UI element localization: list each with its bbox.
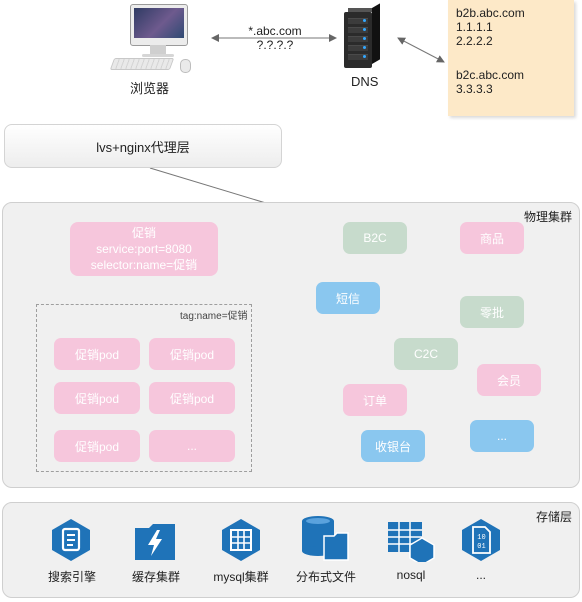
- record-b2b-ip1: 1.1.1.1: [456, 20, 493, 34]
- binary-data-icon: 10 01: [462, 519, 500, 561]
- record-b2b-ip2: 2.2.2.2: [456, 34, 493, 48]
- service-port: service:port=8080: [96, 242, 192, 256]
- storage-label: 分布式文件: [295, 570, 356, 584]
- pod-box: 促销pod: [54, 382, 140, 414]
- dns-label: DNS: [351, 74, 379, 89]
- pod-group-tag: tag:name=促销: [180, 311, 248, 322]
- browser-label: 浏览器: [130, 81, 170, 96]
- svg-text:10: 10: [477, 534, 485, 542]
- node-order: 订单: [343, 384, 407, 416]
- mysql-cluster-icon: [222, 519, 260, 561]
- pod-box: 促销pod: [54, 430, 140, 462]
- storage-label: 缓存集群: [131, 570, 180, 584]
- service-name: 促销: [131, 226, 156, 240]
- node-more: ...: [470, 420, 534, 452]
- browser-computer-icon: [108, 2, 204, 76]
- proxy-layer-box: lvs+nginx代理层: [4, 124, 282, 168]
- node-sms: 短信: [316, 282, 380, 314]
- storage-label: nosql: [396, 568, 426, 582]
- pod-box-more: ...: [149, 430, 235, 462]
- dns-query-label: *.abc.com ?.?.?.?: [240, 24, 310, 52]
- cache-cluster-icon: [135, 524, 175, 560]
- node-cashier: 收银台: [361, 430, 425, 462]
- storage-layer-title: 存储层: [535, 510, 572, 524]
- pod-box: 促销pod: [149, 338, 235, 370]
- record-b2b-domain: b2b.abc.com: [456, 6, 525, 20]
- dns-records-note: b2b.abc.com 1.1.1.1 2.2.2.2 b2c.abc.com …: [448, 0, 574, 116]
- pod-group-container: [36, 304, 252, 472]
- node-goods: 商品: [460, 222, 524, 254]
- promotion-service-box: 促销 service:port=8080 selector:name=促销: [70, 222, 218, 276]
- node-retail: 零批: [460, 296, 524, 328]
- pod-box: 促销pod: [149, 382, 235, 414]
- storage-label: mysql集群: [213, 570, 269, 584]
- search-engine-icon: [52, 519, 90, 561]
- record-b2c-domain: b2c.abc.com: [456, 68, 525, 82]
- dns-query-domain: *.abc.com: [248, 24, 302, 38]
- dns-records-arrow: [397, 37, 445, 63]
- service-selector: selector:name=促销: [90, 258, 198, 272]
- dns-server-icon: [344, 3, 380, 68]
- nosql-icon: [388, 522, 435, 562]
- svg-text:01: 01: [477, 543, 485, 551]
- node-b2c: B2C: [343, 222, 407, 254]
- storage-label: ...: [475, 568, 486, 582]
- physical-cluster-title: 物理集群: [523, 210, 572, 224]
- node-c2c: C2C: [394, 338, 458, 370]
- distributed-file-icon: [302, 516, 349, 561]
- record-b2c-ip: 3.3.3.3: [456, 82, 493, 96]
- pod-box: 促销pod: [54, 338, 140, 370]
- storage-label: 搜索引擎: [47, 570, 96, 584]
- node-member: 会员: [477, 364, 541, 396]
- dns-query-ip: ?.?.?.?: [256, 38, 294, 52]
